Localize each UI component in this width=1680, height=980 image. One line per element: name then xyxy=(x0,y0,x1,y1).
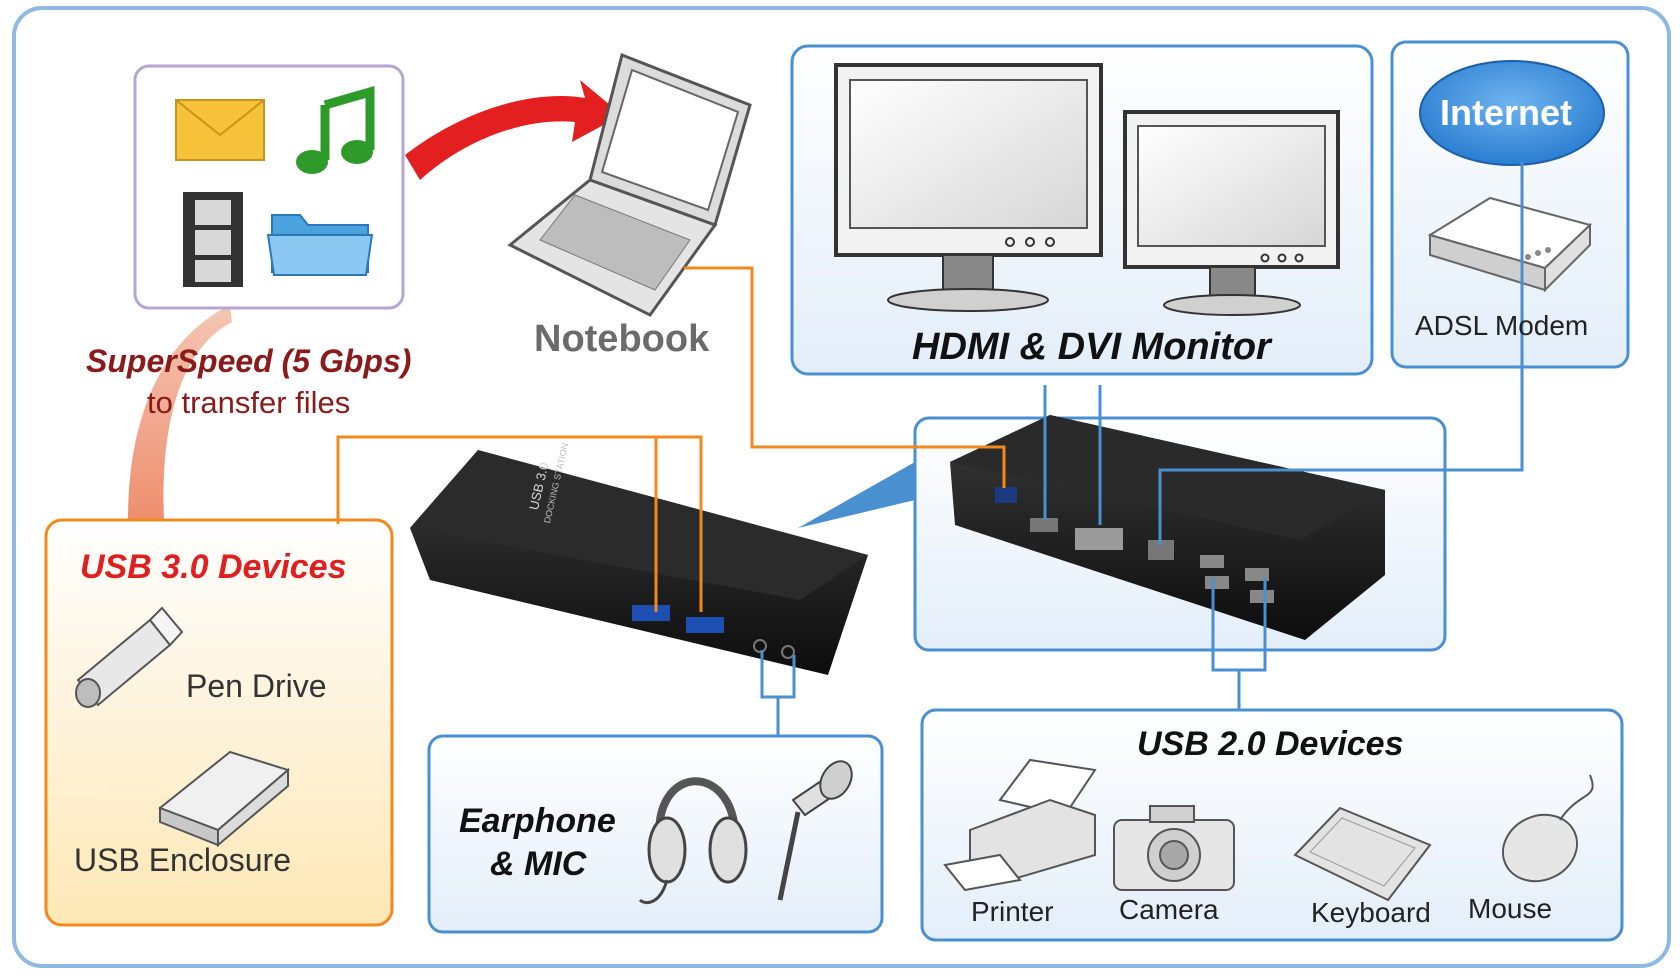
headphone-icon xyxy=(638,777,748,904)
dvi-monitor-icon xyxy=(1123,110,1340,316)
music-icon xyxy=(296,86,375,174)
zoom-connector xyxy=(798,462,915,528)
printer-label: Printer xyxy=(971,896,1054,927)
mouse-label: Mouse xyxy=(1468,893,1553,924)
usb3-panel xyxy=(44,518,394,927)
transfer-caption: to transfer files xyxy=(147,385,351,420)
dock-front-icon xyxy=(410,450,868,675)
notebook-label: Notebook xyxy=(534,318,710,360)
camera-label: Camera xyxy=(1119,894,1219,925)
usb2-panel-title: USB 2.0 Devices xyxy=(1137,725,1404,763)
usb3-panel-title: USB 3.0 Devices xyxy=(80,548,347,586)
pen-drive-icon xyxy=(75,606,184,708)
usb3-cables xyxy=(336,266,1006,612)
blue-cables xyxy=(760,162,1524,736)
pen-drive-label: Pen Drive xyxy=(186,668,327,704)
internet-cloud xyxy=(1419,60,1605,166)
monitor-panel-title: HDMI & DVI Monitor xyxy=(912,326,1271,368)
notebook-icon xyxy=(507,52,752,317)
mail-icon xyxy=(175,99,265,161)
transfer-arrow xyxy=(405,80,622,180)
modem-icon xyxy=(1427,196,1592,293)
hdmi-monitor-icon xyxy=(834,63,1103,312)
film-icon xyxy=(183,192,243,287)
usb2-panel xyxy=(920,708,1624,942)
enclosure-label: USB Enclosure xyxy=(74,842,291,878)
microphone-icon xyxy=(777,760,853,901)
mouse-icon xyxy=(1502,774,1594,883)
folder-icon xyxy=(266,214,374,276)
transfer-speed-label: SuperSpeed (5 Gbps) xyxy=(86,343,412,379)
modem-label: ADSL Modem xyxy=(1415,310,1589,341)
transfer-arc xyxy=(128,305,232,520)
usb-enclosure-icon xyxy=(158,750,291,848)
printer-icon xyxy=(943,758,1097,892)
camera-icon xyxy=(1113,805,1235,891)
internet-cloud-label: Internet xyxy=(1440,92,1573,133)
audio-label-line2: & MIC xyxy=(490,845,587,883)
keyboard-label: Keyboard xyxy=(1311,897,1431,928)
audio-label-line1: Earphone xyxy=(459,802,616,840)
keyboard-icon xyxy=(1293,806,1432,902)
